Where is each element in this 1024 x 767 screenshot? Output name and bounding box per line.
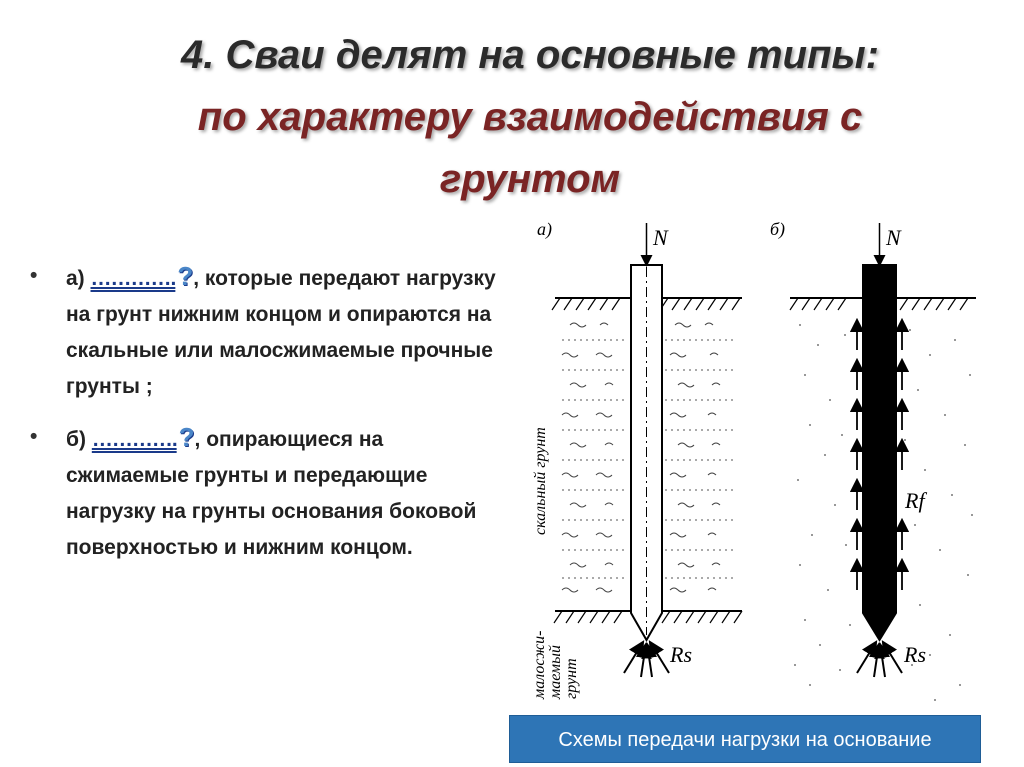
side-friction-arrows-b xyxy=(849,317,910,590)
title-line-2: по характеру взаимодействия с xyxy=(197,95,863,139)
soil-label-rock: скальный грунт xyxy=(532,427,549,535)
soil-label-low-1: малосжи- xyxy=(531,631,548,700)
rf-label-b: Rf xyxy=(904,488,927,513)
rock-soil-pattern xyxy=(561,322,721,593)
blank-placeholder: …………. xyxy=(91,428,178,451)
bullet-item-b: б) ………….?, опирающиеся на сжимаемые грун… xyxy=(30,419,500,566)
soil-label-low-3: грунт xyxy=(563,658,580,699)
pile-diagram: а) xyxy=(531,219,976,701)
question-mark-icon: ? xyxy=(178,422,195,452)
bullet-list: а) ………….?, которые передают нагрузку на … xyxy=(30,258,500,580)
rs-label-b: Rs xyxy=(903,642,926,667)
pile-b xyxy=(862,264,897,642)
sand-soil-pattern xyxy=(794,324,973,701)
bullet-prefix: а) xyxy=(66,267,91,290)
rs-label-a: Rs xyxy=(669,642,692,667)
bullet-prefix: б) xyxy=(66,428,92,451)
title-line-3: грунтом xyxy=(439,157,621,201)
blank-placeholder: …………. xyxy=(90,267,177,290)
boundary-hatching xyxy=(553,610,743,624)
slide-title: 4. Сваи делят на основные типы: по харак… xyxy=(80,24,980,210)
rock-soil-dashes xyxy=(562,339,735,579)
question-mark-icon: ? xyxy=(177,261,194,291)
bullet-item-a: а) ………….?, которые передают нагрузку на … xyxy=(30,258,500,405)
load-label-b: N xyxy=(885,225,902,250)
scheme-a: а) xyxy=(531,219,743,700)
scheme-b-label: б) xyxy=(770,219,785,240)
ground-hatching-b xyxy=(789,297,969,311)
tip-reaction-arrows-b xyxy=(856,640,903,678)
tip-reaction-arrows-a xyxy=(623,640,670,678)
soil-label-low-2: маемый xyxy=(547,645,564,700)
scheme-b: б) N xyxy=(770,219,976,701)
bullet-text: , которые передают нагрузку на грунт ниж… xyxy=(66,267,496,398)
bullet-text: , опирающиеся на сжимаемые грунты и пере… xyxy=(66,428,477,559)
ground-hatching xyxy=(551,297,741,311)
diagram-caption: Схемы передачи нагрузки на основание xyxy=(509,715,981,763)
load-label-a: N xyxy=(652,225,669,250)
scheme-a-label: а) xyxy=(537,219,552,240)
title-line-1: 4. Сваи делят на основные типы: xyxy=(181,33,879,77)
